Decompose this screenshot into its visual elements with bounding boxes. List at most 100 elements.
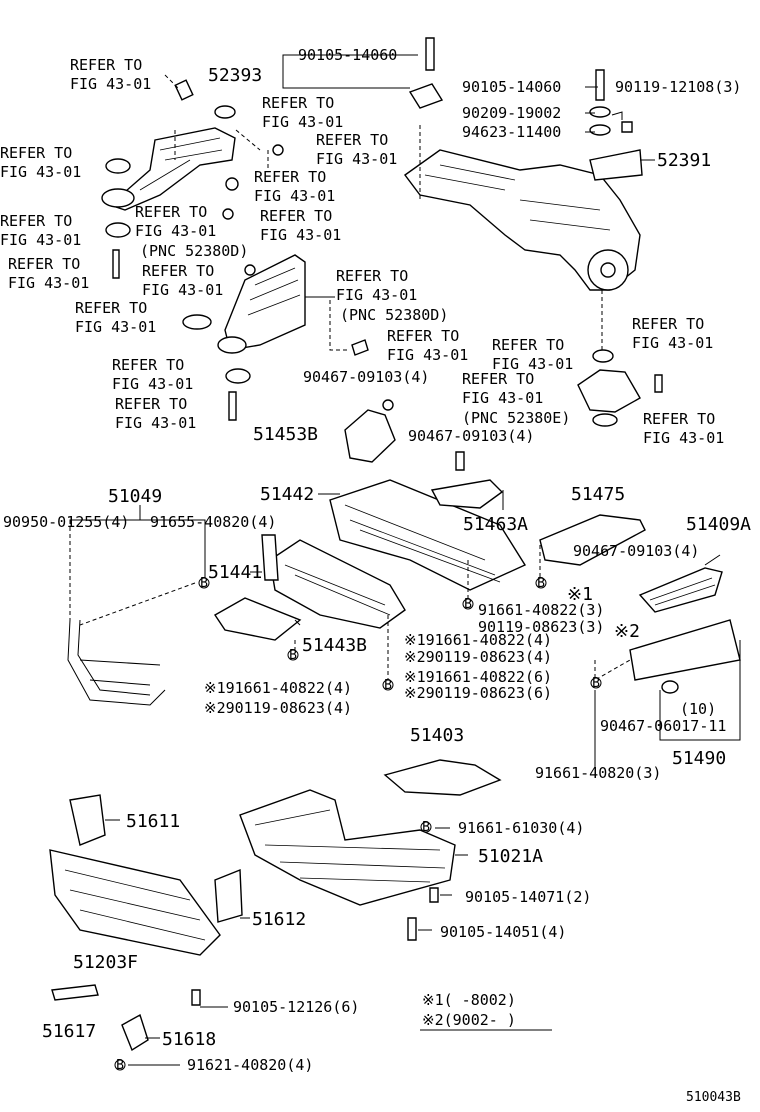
label-51443b: 51443B: [302, 635, 367, 656]
lower-guard-51441: [261, 534, 406, 629]
label-51618: 51618: [162, 1029, 216, 1050]
label-51409a: 51409A: [686, 514, 751, 535]
cross-member-51442: [329, 479, 527, 591]
svg-text:REFER TO: REFER TO: [492, 336, 564, 354]
svg-text:REFER TO: REFER TO: [0, 144, 72, 162]
svg-text:B: B: [422, 820, 430, 835]
label-90467-09103-c: 90467-09103(4): [573, 542, 699, 560]
diagram-id: 510043B: [686, 1090, 741, 1105]
label-51617: 51617: [42, 1021, 96, 1042]
svg-text:FIG 43-01: FIG 43-01: [75, 318, 156, 336]
label-91661-40822-3: 91661-40822(3): [478, 601, 604, 619]
guard-51490: [629, 619, 741, 694]
svg-text:B: B: [464, 597, 472, 612]
leader-lines: [69, 54, 741, 1066]
svg-text:REFER TO: REFER TO: [115, 395, 187, 413]
label-90209-19002: 90209-19002: [462, 104, 561, 122]
label-51049: 51049: [108, 486, 162, 507]
legend: ※1( -8002) ※2(9002- ): [422, 991, 516, 1029]
b-marker: B: [535, 576, 547, 591]
svg-text:FIG 43-01: FIG 43-01: [316, 150, 397, 168]
svg-text:REFER TO: REFER TO: [260, 207, 332, 225]
label-91621-40820: 91621-40820(4): [187, 1056, 313, 1074]
svg-text:FIG 43-01: FIG 43-01: [462, 389, 543, 407]
svg-text:REFER TO: REFER TO: [262, 94, 334, 112]
label-90467-06017-11: 90467-06017-11: [600, 717, 726, 735]
label-10: (10): [680, 700, 716, 718]
bolt-markers: B B B B B B B B: [114, 576, 602, 1073]
label-51463a: 51463A: [463, 514, 528, 535]
svg-text:REFER TO: REFER TO: [0, 212, 72, 230]
plate-51443b: [214, 597, 302, 641]
guard-51409a: [638, 567, 723, 613]
svg-text:FIG 43-01: FIG 43-01: [112, 375, 193, 393]
label-52393: 52393: [208, 65, 262, 86]
label-51612: 51612: [252, 909, 306, 930]
svg-text:REFER TO: REFER TO: [462, 370, 534, 388]
label-51611: 51611: [126, 811, 180, 832]
svg-text:(PNC 52380D): (PNC 52380D): [340, 306, 448, 324]
brackets-51617-51618: [51, 984, 149, 1052]
label-51441: 51441: [208, 562, 262, 583]
label-90105-14071: 90105-14071(2): [465, 888, 591, 906]
svg-text:REFER TO: REFER TO: [135, 203, 207, 221]
svg-text:REFER TO: REFER TO: [70, 56, 142, 74]
label-91661-40822-4b: ※191661-40822(4): [204, 679, 352, 697]
b-marker: B: [114, 1058, 126, 1073]
label-note1: ※1: [567, 584, 593, 605]
svg-text:FIG 43-01: FIG 43-01: [387, 346, 468, 364]
svg-text:FIG 43-01: FIG 43-01: [8, 274, 89, 292]
svg-text:B: B: [289, 648, 297, 663]
legend-row-2: ※2(9002- ): [422, 1011, 516, 1029]
svg-text:REFER TO: REFER TO: [387, 327, 459, 345]
label-note2: ※2: [614, 621, 640, 642]
svg-text:FIG 43-01: FIG 43-01: [135, 222, 216, 240]
label-90467-09103-a: 90467-09103(4): [303, 368, 429, 386]
label-51021a: 51021A: [478, 846, 543, 867]
label-51442: 51442: [260, 484, 314, 505]
svg-text:REFER TO: REFER TO: [632, 315, 704, 333]
label-51490: 51490: [672, 748, 726, 769]
svg-text:B: B: [592, 676, 600, 691]
label-90119-08623-6: ※290119-08623(6): [404, 684, 552, 702]
svg-text:FIG 43-01: FIG 43-01: [0, 231, 81, 249]
rear-mount: [577, 349, 663, 427]
svg-text:FIG 43-01: FIG 43-01: [492, 355, 573, 373]
b-marker: B: [382, 678, 394, 693]
engine-mount-bracket: [101, 79, 284, 279]
b-marker: B: [198, 576, 210, 591]
under-cover-51021a: [239, 789, 456, 941]
svg-text:B: B: [200, 576, 208, 591]
svg-text:B: B: [537, 576, 545, 591]
b-marker: B: [590, 676, 602, 691]
label-90105-12126: 90105-12126(6): [233, 998, 359, 1016]
engine-mount-insulator: [182, 254, 369, 421]
label-94623-11400: 94623-11400: [462, 123, 561, 141]
svg-text:B: B: [116, 1058, 124, 1073]
b-marker: B: [462, 597, 474, 612]
svg-text:FIG 43-01: FIG 43-01: [0, 163, 81, 181]
svg-text:REFER TO: REFER TO: [75, 299, 147, 317]
plate-51403: [383, 759, 502, 796]
svg-text:FIG 43-01: FIG 43-01: [632, 334, 713, 352]
label-90119-12108: 90119-12108(3): [615, 78, 741, 96]
label-91661-40822-4a: ※191661-40822(4): [404, 631, 552, 649]
stabilizer-guard-51049: [67, 619, 166, 706]
label-51453b: 51453B: [253, 424, 318, 445]
svg-text:B: B: [384, 678, 392, 693]
svg-text:REFER TO: REFER TO: [316, 131, 388, 149]
engine-under-cover-51203f: [49, 794, 243, 1006]
part-labels: 52393 90105-14060 90105-14060 90119-1210…: [3, 46, 751, 1074]
